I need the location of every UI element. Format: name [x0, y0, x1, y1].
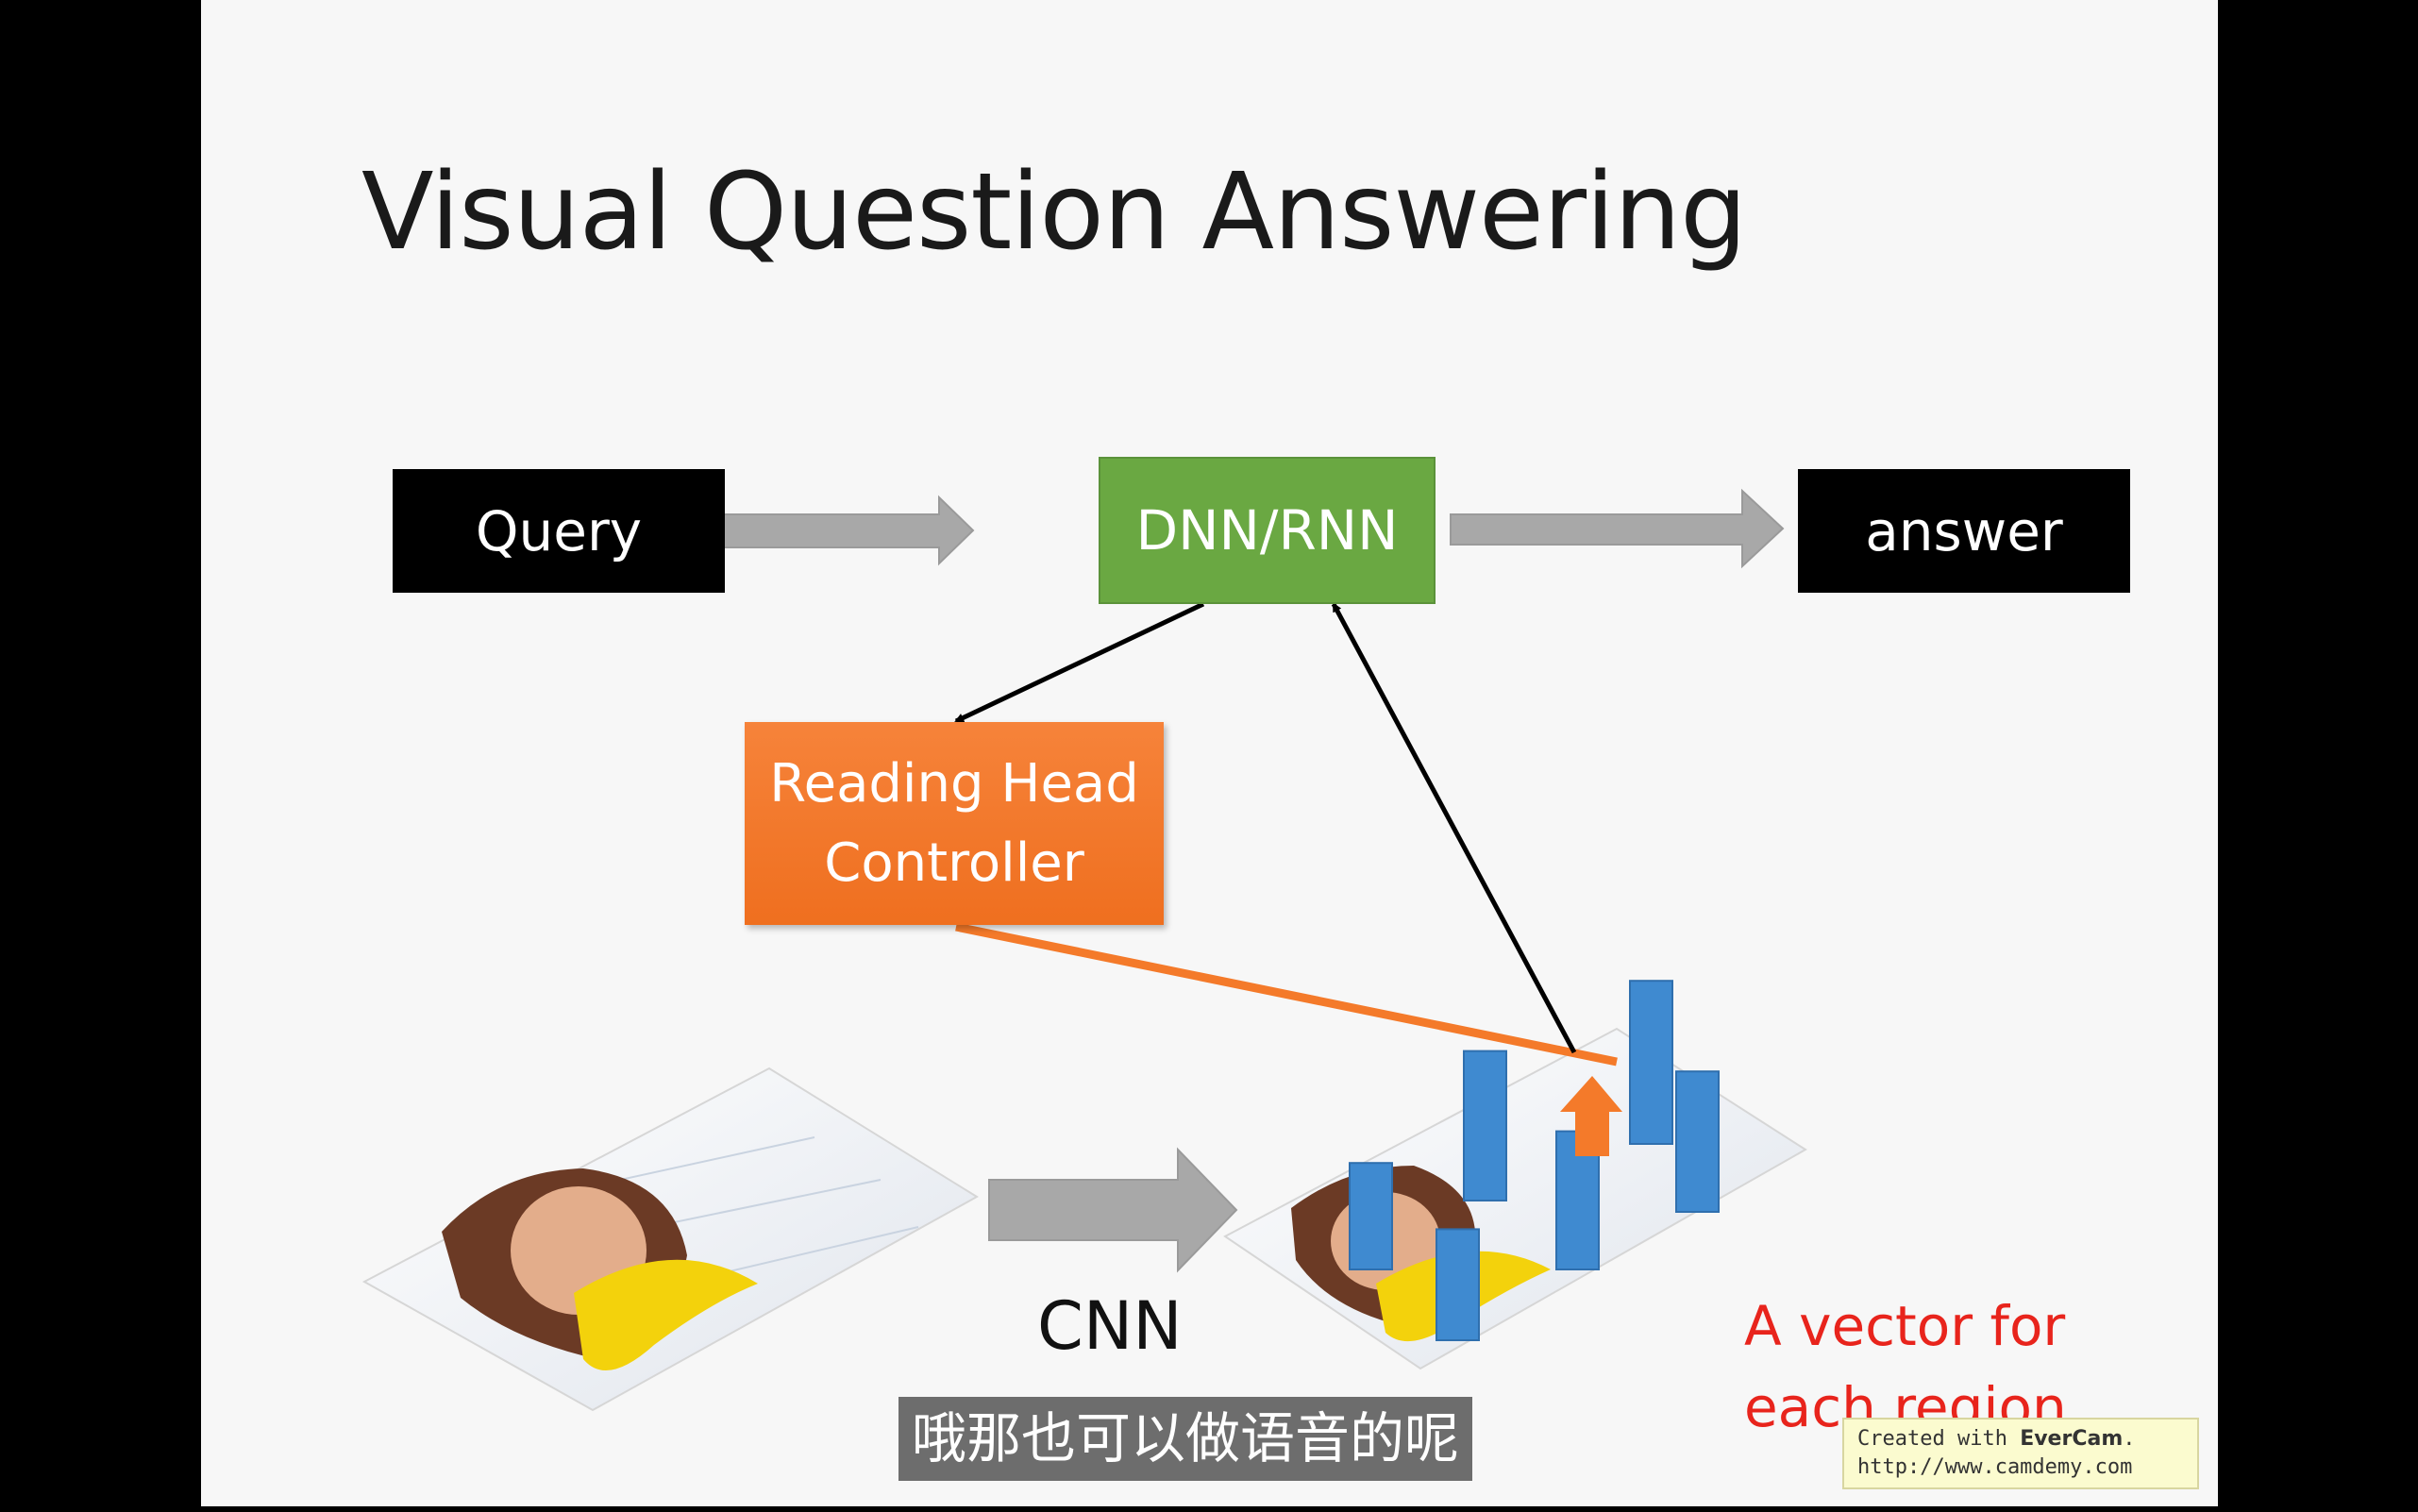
watermark-suffix: .	[2123, 1427, 2136, 1451]
slide: Visual Question Answering	[201, 0, 2218, 1506]
arrow-dnn-to-answer	[1450, 488, 1785, 569]
diagram	[361, 488, 1807, 1412]
feature-vector-bar	[1463, 1050, 1507, 1201]
arrow-features-to-dnn	[1331, 602, 1577, 1054]
watermark-line1: Created with EverCam.	[1857, 1425, 2197, 1453]
query-node: Query	[393, 469, 725, 593]
attention-line	[955, 922, 1618, 1067]
watermark-brand: EverCam	[2020, 1427, 2124, 1451]
feature-vector-bar	[1436, 1228, 1480, 1342]
reading-head-label-line1: Reading Head	[769, 752, 1139, 815]
reading-head-controller-node: Reading Head Controller	[745, 722, 1164, 925]
feature-vectors	[1349, 980, 1720, 1342]
feature-vector-bar	[1629, 980, 1673, 1145]
answer-label: answer	[1865, 498, 2063, 563]
arrow-cnn	[988, 1147, 1238, 1273]
arrow-dnn-to-controller	[954, 601, 1205, 724]
input-image	[361, 1067, 979, 1412]
answer-node: answer	[1798, 469, 2130, 593]
region-label-line1: A vector for	[1744, 1294, 2066, 1358]
cnn-label: CNN	[1037, 1287, 1183, 1365]
watermark-url: http://www.camdemy.com	[1857, 1455, 2133, 1479]
video-subtitle: 哦那也可以做语音的呢	[898, 1397, 1473, 1481]
query-label: Query	[475, 498, 643, 563]
watermark-prefix: Created with	[1857, 1427, 2021, 1451]
feature-vector-bar	[1675, 1070, 1720, 1213]
dnn-rnn-node: DNN/RNN	[1099, 457, 1436, 604]
feature-vector-bar	[1349, 1162, 1393, 1270]
slide-title: Visual Question Answering	[361, 151, 1747, 274]
attention-arrow-head	[1560, 1076, 1622, 1156]
dnn-rnn-label: DNN/RNN	[1135, 498, 1399, 563]
reading-head-label-line2: Controller	[824, 832, 1084, 894]
evercam-watermark[interactable]: Created with EverCam. http://www.camdemy…	[1842, 1418, 2199, 1489]
